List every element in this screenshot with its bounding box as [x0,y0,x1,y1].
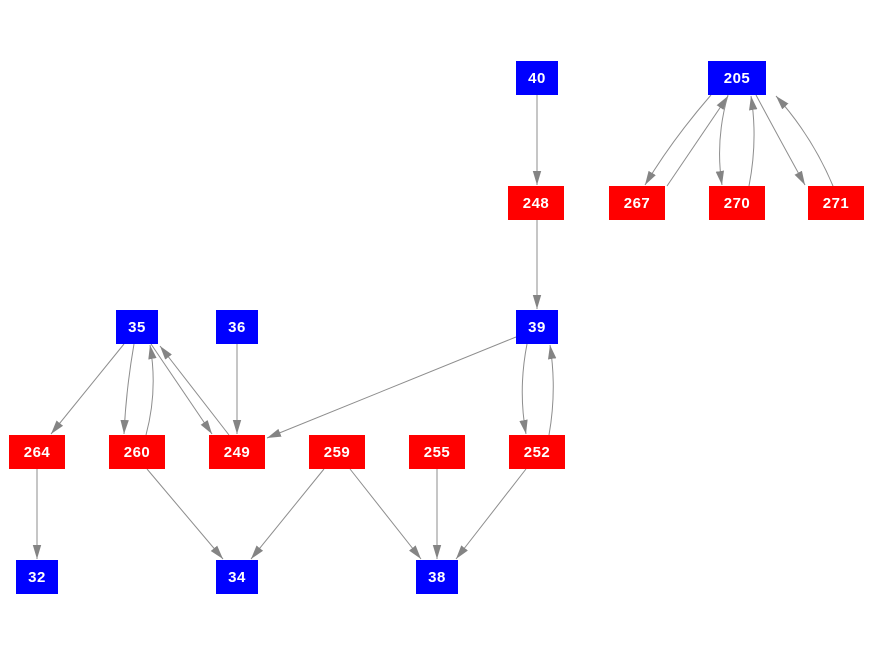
edge-252-38 [455,468,527,560]
edge-267-205 [666,95,729,187]
graph-node-255: 255 [409,435,465,469]
graph-node-35: 35 [116,310,158,344]
edge-249-35 [159,345,230,436]
graph-node-249: 249 [209,435,265,469]
edge-205-270 [715,94,729,186]
graph-node-32: 32 [16,560,58,594]
edge-259-34 [250,468,325,560]
edge-270-205 [748,95,758,187]
graph-node-259: 259 [309,435,365,469]
graph-node-36: 36 [216,310,258,344]
graph-node-260: 260 [109,435,165,469]
edge-260-35 [145,344,157,436]
edge-35-264 [50,343,125,435]
graph-node-205: 205 [708,61,766,95]
graph-node-39: 39 [516,310,558,344]
graph-node-267: 267 [609,186,665,220]
edge-35-260 [120,343,135,435]
graph-node-270: 270 [709,186,765,220]
edge-259-38 [349,468,422,560]
graph-node-40: 40 [516,61,558,95]
edge-271-205 [775,95,834,187]
edge-35-249 [150,343,213,435]
edge-39-249 [266,336,517,439]
graph-node-252: 252 [509,435,565,469]
graph-node-271: 271 [808,186,864,220]
graph-node-34: 34 [216,560,258,594]
graph-node-248: 248 [508,186,564,220]
graph-node-38: 38 [416,560,458,594]
graph-node-264: 264 [9,435,65,469]
edge-205-271 [755,94,806,186]
edge-260-34 [146,468,224,560]
edge-205-267 [644,94,712,186]
edge-39-252 [519,343,528,435]
edge-252-39 [547,344,557,436]
